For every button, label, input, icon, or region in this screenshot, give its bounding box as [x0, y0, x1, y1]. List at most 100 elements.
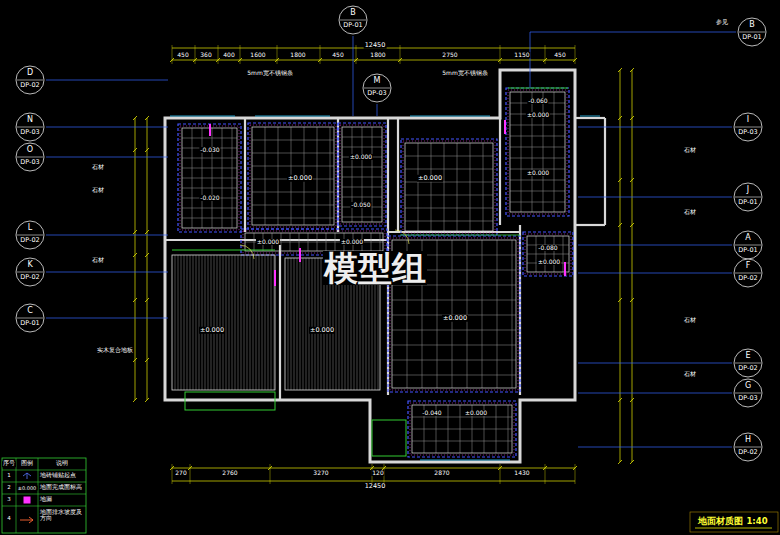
tile-joint [412, 429, 512, 430]
tile-area [405, 143, 493, 231]
wood-board [229, 255, 230, 390]
dimension-tick [618, 178, 622, 182]
plan-graphic [738, 18, 766, 46]
material-tag: 石材 [91, 187, 105, 193]
room-border [403, 141, 495, 233]
wood-board [312, 258, 313, 390]
dimension-tick [630, 460, 634, 464]
dimension: 3270 [312, 470, 329, 476]
material-tag: 石材 [683, 317, 697, 323]
wood-board [288, 258, 289, 390]
plan-graphic [734, 183, 762, 211]
drain-mark [274, 270, 276, 286]
inner-wall [244, 118, 246, 232]
tile-joint [342, 197, 382, 198]
elevation: -0.080 [537, 245, 558, 251]
legend-symbol [23, 473, 31, 479]
marker-letter: N [15, 116, 45, 124]
table-header: 序号 [2, 461, 16, 467]
elevation: -0.050 [350, 202, 371, 208]
tile-joint [437, 240, 438, 388]
section-marker: MDP-03 [362, 73, 392, 103]
plan-graphic [735, 127, 761, 128]
table-header: 图例 [20, 461, 34, 467]
window-line [255, 116, 330, 117]
sheet-code: DP-03 [362, 90, 392, 97]
room-border [178, 124, 241, 232]
tile-joint [510, 180, 565, 181]
threshold-line [508, 88, 568, 89]
inner-wall [279, 245, 281, 400]
plan-graphic [735, 363, 761, 364]
tile-joint [482, 240, 483, 388]
tile-area [245, 233, 383, 251]
dimension-tick [133, 116, 137, 120]
table-cell: 2 [6, 485, 12, 491]
tile-joint [527, 254, 569, 255]
elevation: ±0.000 [537, 259, 561, 265]
extension-line [172, 464, 173, 484]
tile-joint [510, 125, 565, 126]
tile-area [182, 128, 237, 228]
legend-text: 地漏 [40, 496, 86, 502]
dimension-tick [133, 148, 137, 152]
wood-board [241, 255, 242, 390]
leader-line [578, 197, 732, 198]
room-border [180, 126, 239, 230]
tile-joint [392, 345, 516, 346]
plan-graphic [17, 80, 43, 81]
tile-joint [497, 240, 498, 388]
dimension-line [172, 468, 575, 469]
wood-board [196, 255, 197, 390]
tile-joint [252, 140, 334, 141]
dimension-tick [630, 68, 634, 72]
elevation: ±0.000 [199, 327, 225, 334]
wood-board [274, 255, 275, 390]
leader-line [353, 36, 354, 116]
legend-symbol [20, 517, 33, 523]
leader-line [46, 272, 168, 273]
sheet-code: DP-01 [737, 34, 767, 41]
plan-graphic [339, 6, 367, 34]
wood-board [226, 255, 227, 390]
tile-joint [182, 158, 237, 159]
dimension-tick [145, 253, 149, 257]
table-cell: ±0.000 [17, 486, 38, 491]
tile-joint [405, 182, 493, 183]
tile-joint [512, 240, 513, 388]
wood-board [223, 255, 224, 390]
wood-board [214, 255, 215, 390]
plan-graphic [735, 393, 761, 394]
section-marker: IDP-03 [733, 112, 763, 142]
sheet-code: DP-01 [15, 320, 45, 327]
plan-graphic [16, 221, 44, 249]
sheet-code: DP-01 [338, 22, 368, 29]
table-cell: 1 [6, 473, 12, 479]
dimension: 1600 [249, 52, 266, 58]
elevation: ±0.000 [464, 410, 488, 416]
leader-line [578, 273, 732, 274]
inner-wall [397, 118, 399, 232]
leader-line [530, 32, 736, 33]
wood-board [187, 255, 188, 390]
stone-strip [185, 392, 275, 410]
dimension-tick [145, 358, 149, 362]
dimension-tick [145, 298, 149, 302]
tile-joint [182, 178, 237, 179]
window-line [420, 460, 510, 461]
section-marker: ODP-03 [15, 142, 45, 172]
elevation: ±0.000 [309, 327, 335, 334]
tile-joint [554, 92, 555, 212]
watermark: 模型组 [323, 251, 427, 285]
wood-board [178, 255, 179, 390]
plan-graphic [16, 143, 44, 171]
leader-line [377, 104, 378, 116]
extension-line [277, 45, 278, 64]
plan-graphic [734, 231, 762, 259]
tile-area [342, 127, 382, 222]
elevation: ±0.000 [442, 315, 468, 322]
leader-line [578, 127, 732, 128]
sheet-code: DP-02 [733, 275, 763, 282]
tile-joint [543, 92, 544, 212]
extension-line [575, 464, 576, 484]
